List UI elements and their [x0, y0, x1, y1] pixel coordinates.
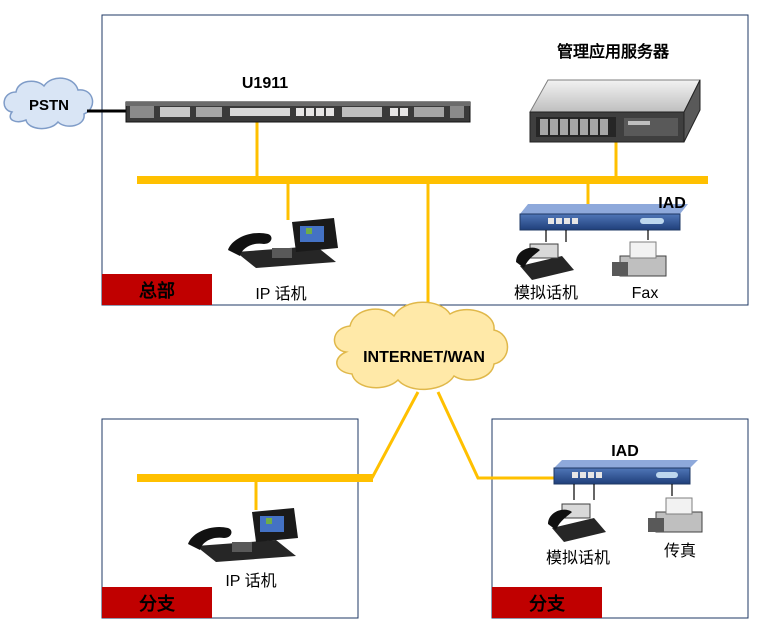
- branch-left-tag: [102, 587, 212, 618]
- branch-right-analog-phone: [548, 503, 606, 542]
- hq-tag: [102, 274, 212, 305]
- branch-right-iad-label: IAD: [611, 443, 639, 460]
- branch-right-iad: [553, 460, 698, 485]
- branch-right-fax-label: 传真: [664, 542, 696, 560]
- hq-iad-phone-wires: [545, 230, 649, 242]
- hq-ip-phone: [228, 218, 338, 268]
- link-wan-branch-left: [370, 391, 420, 479]
- links: [137, 120, 708, 510]
- wan-cloud: INTERNET/WAN: [333, 301, 509, 391]
- pstn-label: PSTN: [29, 97, 69, 114]
- branch-right-box: [491, 418, 749, 619]
- hq-ip-phone-label: IP 话机: [255, 285, 306, 303]
- link-wan-branch-right: [436, 391, 556, 480]
- u1911-gateway: [125, 101, 471, 123]
- branch-right-iad-wires: [573, 484, 673, 500]
- pstn-cloud: PSTN: [3, 77, 94, 130]
- hq-analog-phone: [516, 243, 574, 280]
- branch-left-box: [101, 418, 359, 619]
- branch-left-tag-label: 分支: [139, 593, 176, 614]
- branch-left-ip-phone-label: IP 话机: [225, 572, 276, 590]
- management-server: [529, 79, 701, 143]
- branch-right-tag: [492, 587, 602, 618]
- hq-fax: [612, 241, 667, 277]
- wan-label: INTERNET/WAN: [363, 349, 485, 366]
- hq-fax-label: Fax: [632, 285, 659, 302]
- branch-right-fax: [648, 497, 703, 533]
- server-label: 管理应用服务器: [557, 42, 670, 61]
- branch-left-ip-phone: [188, 508, 298, 562]
- hq-analog-phone-label: 模拟话机: [514, 284, 578, 302]
- branch-right-tag-label: 分支: [529, 593, 566, 614]
- hq-iad-label: IAD: [658, 195, 686, 212]
- hq-tag-label: 总部: [139, 280, 175, 301]
- u1911-label: U1911: [242, 75, 288, 92]
- hq-iad: [519, 204, 688, 231]
- branch-right-analog-phone-label: 模拟话机: [546, 549, 610, 567]
